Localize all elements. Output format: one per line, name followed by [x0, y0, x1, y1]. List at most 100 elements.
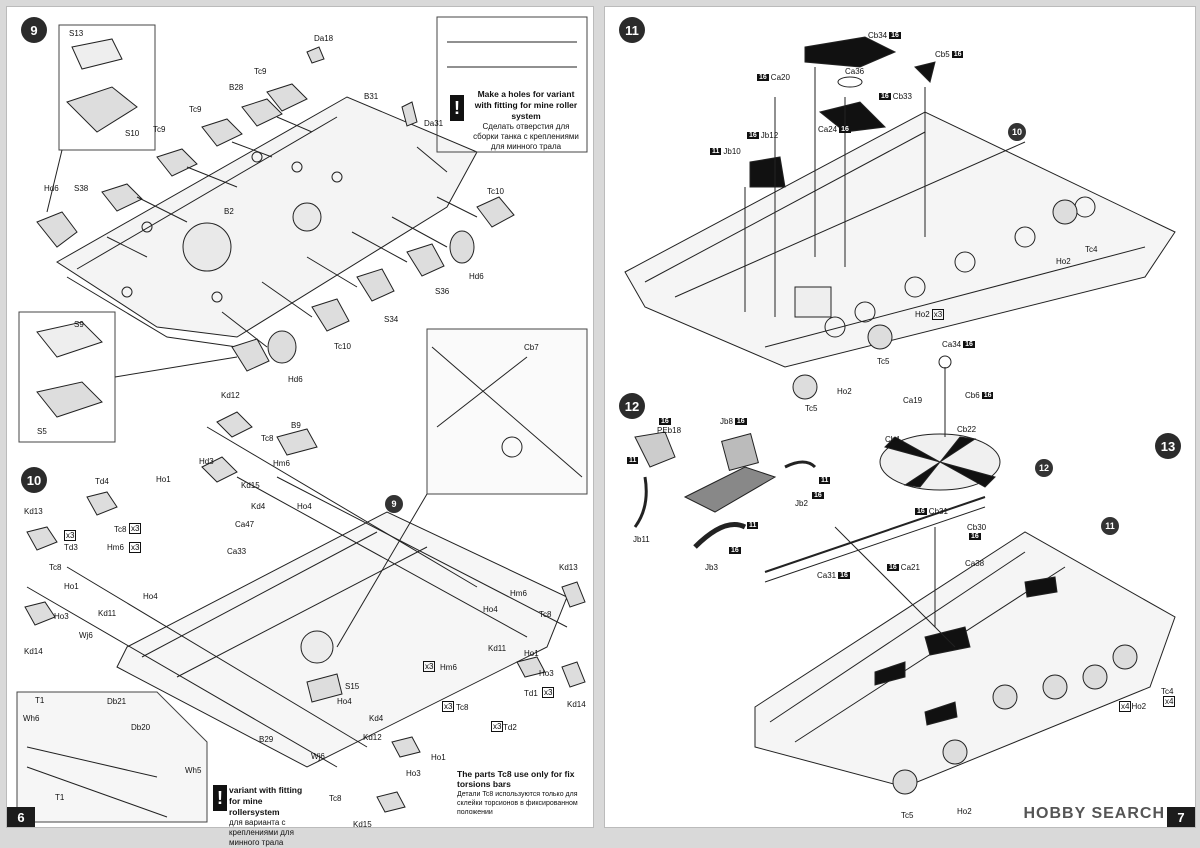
tc8-note: The parts Tc8 use only for fix torsions …: [457, 770, 593, 817]
label-Hm6: Hm6: [440, 663, 457, 672]
multiplier: x3: [442, 701, 455, 712]
label-Ho2: Ho2: [1056, 257, 1071, 266]
label-Da18: Da18: [314, 34, 334, 43]
label-Hd6: Hd6: [44, 184, 59, 193]
step-13-marker: 13: [1155, 433, 1181, 459]
label-Kd12: Kd12: [221, 391, 240, 400]
label-Kd13: Kd13: [24, 507, 43, 516]
step-12-marker: 12: [619, 393, 645, 419]
label-Kd4: Kd4: [369, 714, 384, 723]
label-Kd11: Kd11: [488, 644, 507, 653]
label-Tc9: Tc9: [254, 67, 267, 76]
label-Da31: Da31: [424, 119, 444, 128]
multiplier: x4: [1163, 696, 1176, 707]
step-9-reference: 9: [385, 495, 403, 513]
label-Wj6: Wj6: [79, 631, 93, 640]
label-Jb10-text: Jb10: [723, 147, 741, 156]
label-Ca31-text: Ca31: [817, 571, 837, 580]
step-9-marker: 9: [21, 17, 47, 43]
label-Db20: Db20: [131, 723, 151, 732]
variant-note-ru: для варианта с креплениями для минного т…: [229, 818, 294, 847]
multiplier: x3: [931, 309, 945, 320]
label-Tc4-text: Tc4: [1161, 687, 1174, 696]
label-Ho4: Ho4: [483, 605, 498, 614]
label-Ca20-text: Ca20: [770, 73, 790, 82]
label-S5: S5: [37, 427, 47, 436]
label-Ca21-text: Ca21: [900, 563, 920, 572]
label-Kd11: Kd11: [98, 609, 117, 618]
label-Wj6: Wj6: [311, 752, 325, 761]
label-Cb4: Cb4: [885, 435, 900, 444]
label-Jb3: Jb3: [705, 563, 718, 572]
label-Ca36: Ca36: [845, 67, 865, 76]
step-10-drawing: [16, 328, 588, 823]
label-Jb8-text: Jb8: [720, 417, 733, 426]
variant-note-en: variant with fitting for mine rollersyst…: [229, 785, 303, 817]
label-T1: T1: [55, 793, 65, 802]
multiplier: x3: [129, 542, 142, 553]
label-Td1: Td1: [524, 689, 538, 698]
paint-code: 16: [969, 533, 981, 541]
label-Kd4: Kd4: [251, 502, 266, 511]
step-10-marker: 10: [21, 467, 47, 493]
label-Ho2: Ho2: [837, 387, 852, 396]
paint-code: 11: [747, 522, 759, 529]
label-Ho4: Ho4: [297, 502, 312, 511]
label-Ho2: Ho2: [957, 807, 972, 816]
label-Ca33: Ca33: [227, 547, 247, 556]
step-11-marker: 11: [619, 17, 645, 43]
paint-code: 16: [879, 93, 891, 101]
label-Kd13: Kd13: [559, 563, 578, 572]
label-Td4: Td4: [95, 477, 109, 486]
step-12-reference: 12: [1035, 459, 1053, 477]
right-page-number: 7: [1167, 807, 1195, 827]
left-page-number: 6: [7, 807, 35, 827]
label-Jb11: Jb11: [633, 535, 650, 544]
label-Tc10: Tc10: [334, 342, 351, 351]
label-Cb6-text: Cb6: [965, 391, 980, 400]
right-page: 11: [604, 6, 1196, 828]
paint-code: 16: [729, 547, 741, 554]
tc8-note-ru: Детали Tc8 используются только для склей…: [457, 791, 578, 816]
label-S9: S9: [74, 320, 84, 329]
label-Tc5: Tc5: [877, 357, 890, 366]
label-Hm6: Hm6: [107, 543, 124, 552]
step-12-drawing: [633, 431, 817, 549]
label-Db21: Db21: [107, 697, 127, 706]
paint-code: 16: [757, 74, 769, 82]
label-Tc8: Tc8: [261, 434, 274, 443]
label-S38: S38: [74, 184, 89, 193]
label-Td2: Td2: [503, 723, 517, 732]
label-Ho4: Ho4: [337, 697, 352, 706]
label-Hd3: Hd3: [199, 457, 214, 466]
multiplier: x3: [64, 530, 77, 541]
label-Tc8: Tc8: [456, 703, 469, 712]
label-Tc9: Tc9: [189, 105, 202, 114]
label-Hd6: Hd6: [288, 375, 303, 384]
tc8-note-en: The parts Tc8 use only for fix torsions …: [457, 769, 575, 789]
label-Ca34-text: Ca34: [942, 340, 962, 349]
label-PEb18-text: PEb18: [657, 426, 682, 435]
label-B31: B31: [364, 92, 379, 101]
paint-code: 16: [659, 418, 671, 426]
label-Kd15: Kd15: [241, 481, 260, 490]
label-Ca38: Ca38: [965, 559, 985, 568]
label-Tc8: Tc8: [114, 525, 127, 534]
label-Tc5: Tc5: [901, 811, 914, 820]
multiplier: x3: [542, 687, 555, 698]
label-Ho2-text: Ho2: [915, 310, 930, 319]
paint-code: 16: [734, 418, 747, 426]
multiplier: x3: [423, 661, 436, 672]
paint-code: 16: [915, 508, 927, 516]
label-S34: S34: [384, 315, 399, 324]
label-Cb34-text: Cb34: [868, 31, 888, 40]
label-Tc9: Tc9: [153, 125, 166, 134]
paint-code: 11: [819, 477, 831, 484]
mine-roller-note: Make a holes for variant with fitting fo…: [469, 89, 583, 152]
watermark: HOBBY SEARCH: [1023, 805, 1165, 822]
